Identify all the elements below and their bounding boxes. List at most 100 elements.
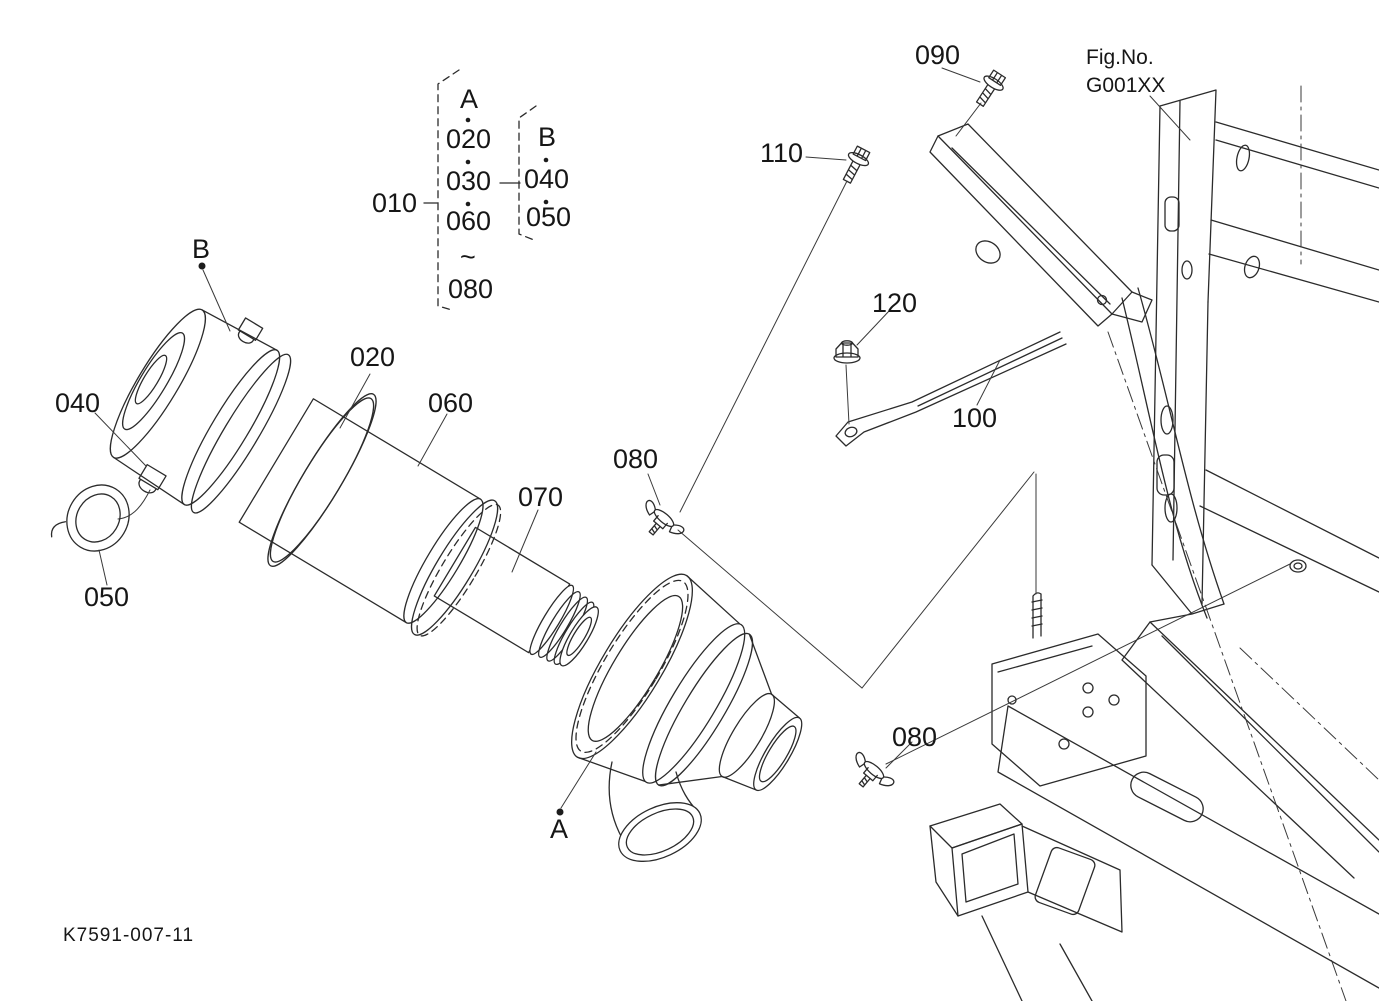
callout-060: 060 <box>428 388 473 418</box>
bracket-arm-hole <box>844 426 858 438</box>
seal-ring-drawing <box>267 393 377 567</box>
outer-element-drawing <box>238 398 502 637</box>
legend-item-030: 030 <box>446 166 491 196</box>
cover-clamp-left <box>138 463 167 494</box>
leader-fig-no <box>1149 95 1191 141</box>
inner-front-face <box>559 606 599 667</box>
frame-hole <box>1243 255 1261 279</box>
bracket-plate <box>937 123 1133 315</box>
cap-outer <box>66 484 130 552</box>
legend-item-060: 060 <box>446 206 491 236</box>
frame-curved-panel <box>1121 297 1208 619</box>
body-outlet-face <box>753 716 803 792</box>
cover-rim-outer <box>190 353 292 514</box>
callout-labels: B 040 050 020 060 070 080 A 080 090 110 … <box>55 40 1165 946</box>
bracket-flange <box>929 135 1113 327</box>
frame-centerline <box>1107 331 1347 1001</box>
element-front-face <box>403 498 484 624</box>
frame-centerline <box>1239 647 1379 781</box>
callout-080-right: 080 <box>892 722 937 752</box>
legend-dot <box>543 157 549 163</box>
element-end-flange <box>410 499 499 636</box>
body-drum-serration <box>575 579 689 754</box>
clamp-shape <box>237 317 264 344</box>
mount-hole <box>1082 706 1094 718</box>
cover-clamp-top <box>237 317 264 344</box>
leader-080-right <box>885 741 913 769</box>
frame-lower-plate <box>997 705 1379 989</box>
frame-lower-lines <box>981 915 1093 1001</box>
leader-060 <box>417 413 448 467</box>
bolt-shaft <box>842 161 861 184</box>
frame-weld-nut-bore <box>1293 562 1303 570</box>
callout-070: 070 <box>518 482 563 512</box>
projection-120 <box>845 364 850 425</box>
bracket-arm-bend <box>917 337 1063 407</box>
cap-tail <box>50 521 67 538</box>
inner-collar-1 <box>529 584 575 656</box>
callout-080-left: 080 <box>613 444 658 474</box>
wing-blades <box>645 499 685 535</box>
ref-a-dot <box>556 808 564 816</box>
frame-weld-nut <box>1289 559 1307 573</box>
bolt-flange <box>983 75 1004 91</box>
leader-050 <box>98 549 108 586</box>
frame-mid-beam <box>1199 469 1379 593</box>
mount-hole <box>1058 738 1070 750</box>
frame-square-tube-bore <box>961 833 1019 903</box>
callout-100: 100 <box>952 403 997 433</box>
frame-tube-extension <box>1021 825 1123 933</box>
snorkel-mouth <box>618 802 702 862</box>
mount-plate <box>991 633 1147 787</box>
legend-item-080: 080 <box>448 274 493 304</box>
ref-b-dot <box>198 262 206 270</box>
cover-rim <box>181 349 281 506</box>
band-strap-lines <box>677 471 1035 689</box>
body-snorkel-tube <box>608 761 702 862</box>
callout-020: 020 <box>350 342 395 372</box>
fig-no-value: G001XX <box>1086 74 1165 97</box>
projection-090 <box>955 102 982 137</box>
mount-stud <box>1031 592 1043 639</box>
nut-flange <box>833 352 861 364</box>
wing-body <box>862 767 878 782</box>
frame-joint <box>1149 564 1225 623</box>
frame-lower-hole <box>1034 846 1096 916</box>
wing-nut-left-drawing <box>645 499 685 536</box>
frame-slot <box>1235 144 1251 172</box>
frame-beam-lower <box>1208 219 1379 303</box>
callout-110: 110 <box>760 138 803 168</box>
nut-top <box>840 340 854 346</box>
legend-dot <box>465 201 471 207</box>
legend-header-a: A <box>460 84 478 114</box>
legend-dot <box>465 159 471 165</box>
frame-slot <box>1164 493 1178 523</box>
wing-stem <box>648 522 661 536</box>
cover-back-boss <box>134 354 168 405</box>
legend-dot <box>543 199 549 205</box>
leader-110 <box>805 156 847 161</box>
machine-frame-drawing <box>929 85 1379 1001</box>
clamp-wire-bail <box>117 489 151 520</box>
legend-dot <box>465 117 471 123</box>
inner-collar-2 <box>538 591 581 658</box>
drawing-number: K7591-007-11 <box>63 925 194 946</box>
leader-ref-a <box>560 751 597 809</box>
leader-ref-b <box>202 269 231 332</box>
dust-cap-drawing <box>50 484 130 552</box>
bolt-flange <box>847 152 870 167</box>
frame-hole <box>1181 260 1193 280</box>
body-cone <box>658 633 773 786</box>
snorkel-mouth-inner <box>625 808 695 856</box>
legend-bracket-a <box>437 69 460 311</box>
leader-120 <box>856 309 891 346</box>
cover-body-lines <box>112 309 278 506</box>
frame-beam-upper <box>1215 121 1379 189</box>
inner-element-body <box>433 526 571 654</box>
inner-opening <box>566 616 593 657</box>
frame-diagonal-brace <box>1121 621 1379 879</box>
clamp-shape <box>138 463 167 494</box>
legend-range-tilde: ~ <box>460 242 476 272</box>
